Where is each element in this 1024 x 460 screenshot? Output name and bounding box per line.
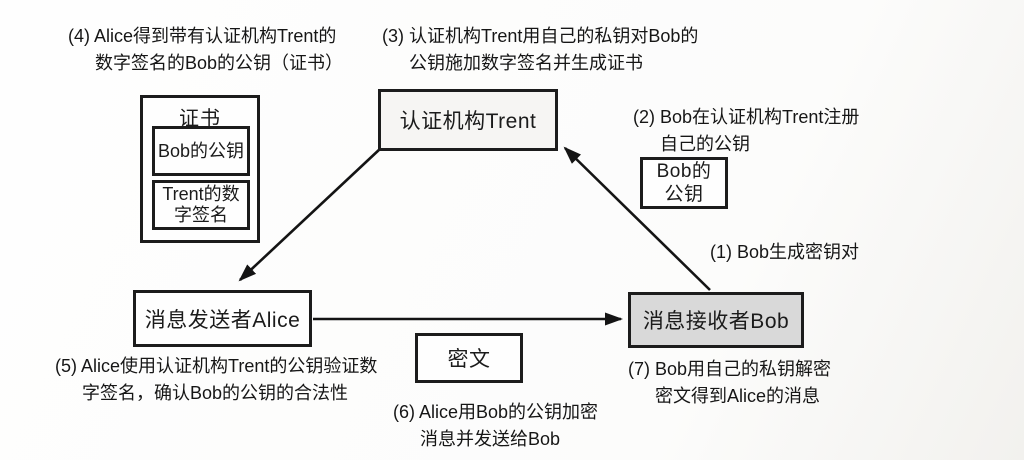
certificate-item-bob-public-key-label: Bob的公钥	[157, 140, 245, 161]
certificate-item-trent-signature-label: Trent的数字签名	[162, 184, 240, 225]
annotation-step-4: (4) Alice得到带有认证机构Trent的 数字签名的Bob的公钥（证书）	[68, 26, 344, 73]
annotation-step-1: (1) Bob生成密钥对	[710, 242, 860, 262]
certificate-node: 证书 Bob的公钥 Trent的数字签名	[140, 95, 260, 243]
ciphertext-node: 密文	[415, 333, 523, 383]
bob-receiver-label: 消息接收者Bob	[642, 310, 790, 333]
alice-sender-label: 消息发送者Alice	[144, 308, 301, 332]
annotation-step-3: (3) 认证机构Trent用自己的私钥对Bob的 公钥施加数字签名并生成证书	[382, 26, 699, 73]
annotation-step-6: (6) Alice用Bob的公钥加密 消息并发送给Bob	[393, 402, 599, 449]
ciphertext-label: 密文	[447, 348, 491, 371]
trent-ca-label: 认证机构Trent	[399, 110, 537, 133]
certificate-item-trent-signature: Trent的数字签名	[152, 180, 250, 230]
arrow-trent-to-alice	[238, 147, 382, 282]
bob-public-key-node: Bob的公钥	[640, 157, 728, 209]
annotation-step-7: (7) Bob用自己的私钥解密 密文得到Alice的消息	[628, 359, 832, 406]
certificate-item-bob-public-key: Bob的公钥	[152, 126, 250, 176]
annotation-step-2: (2) Bob在认证机构Trent注册 自己的公钥	[633, 107, 860, 154]
annotation-step-5: (5) Alice使用认证机构Trent的公钥验证数 字签名，确认Bob的公钥的…	[55, 356, 378, 403]
alice-sender-node: 消息发送者Alice	[133, 290, 312, 347]
bob-receiver-node: 消息接收者Bob	[628, 292, 804, 348]
certificate-title: 证书	[179, 108, 221, 130]
bob-public-key-label: Bob的公钥	[656, 161, 712, 205]
trent-ca-node: 认证机构Trent	[378, 89, 558, 151]
